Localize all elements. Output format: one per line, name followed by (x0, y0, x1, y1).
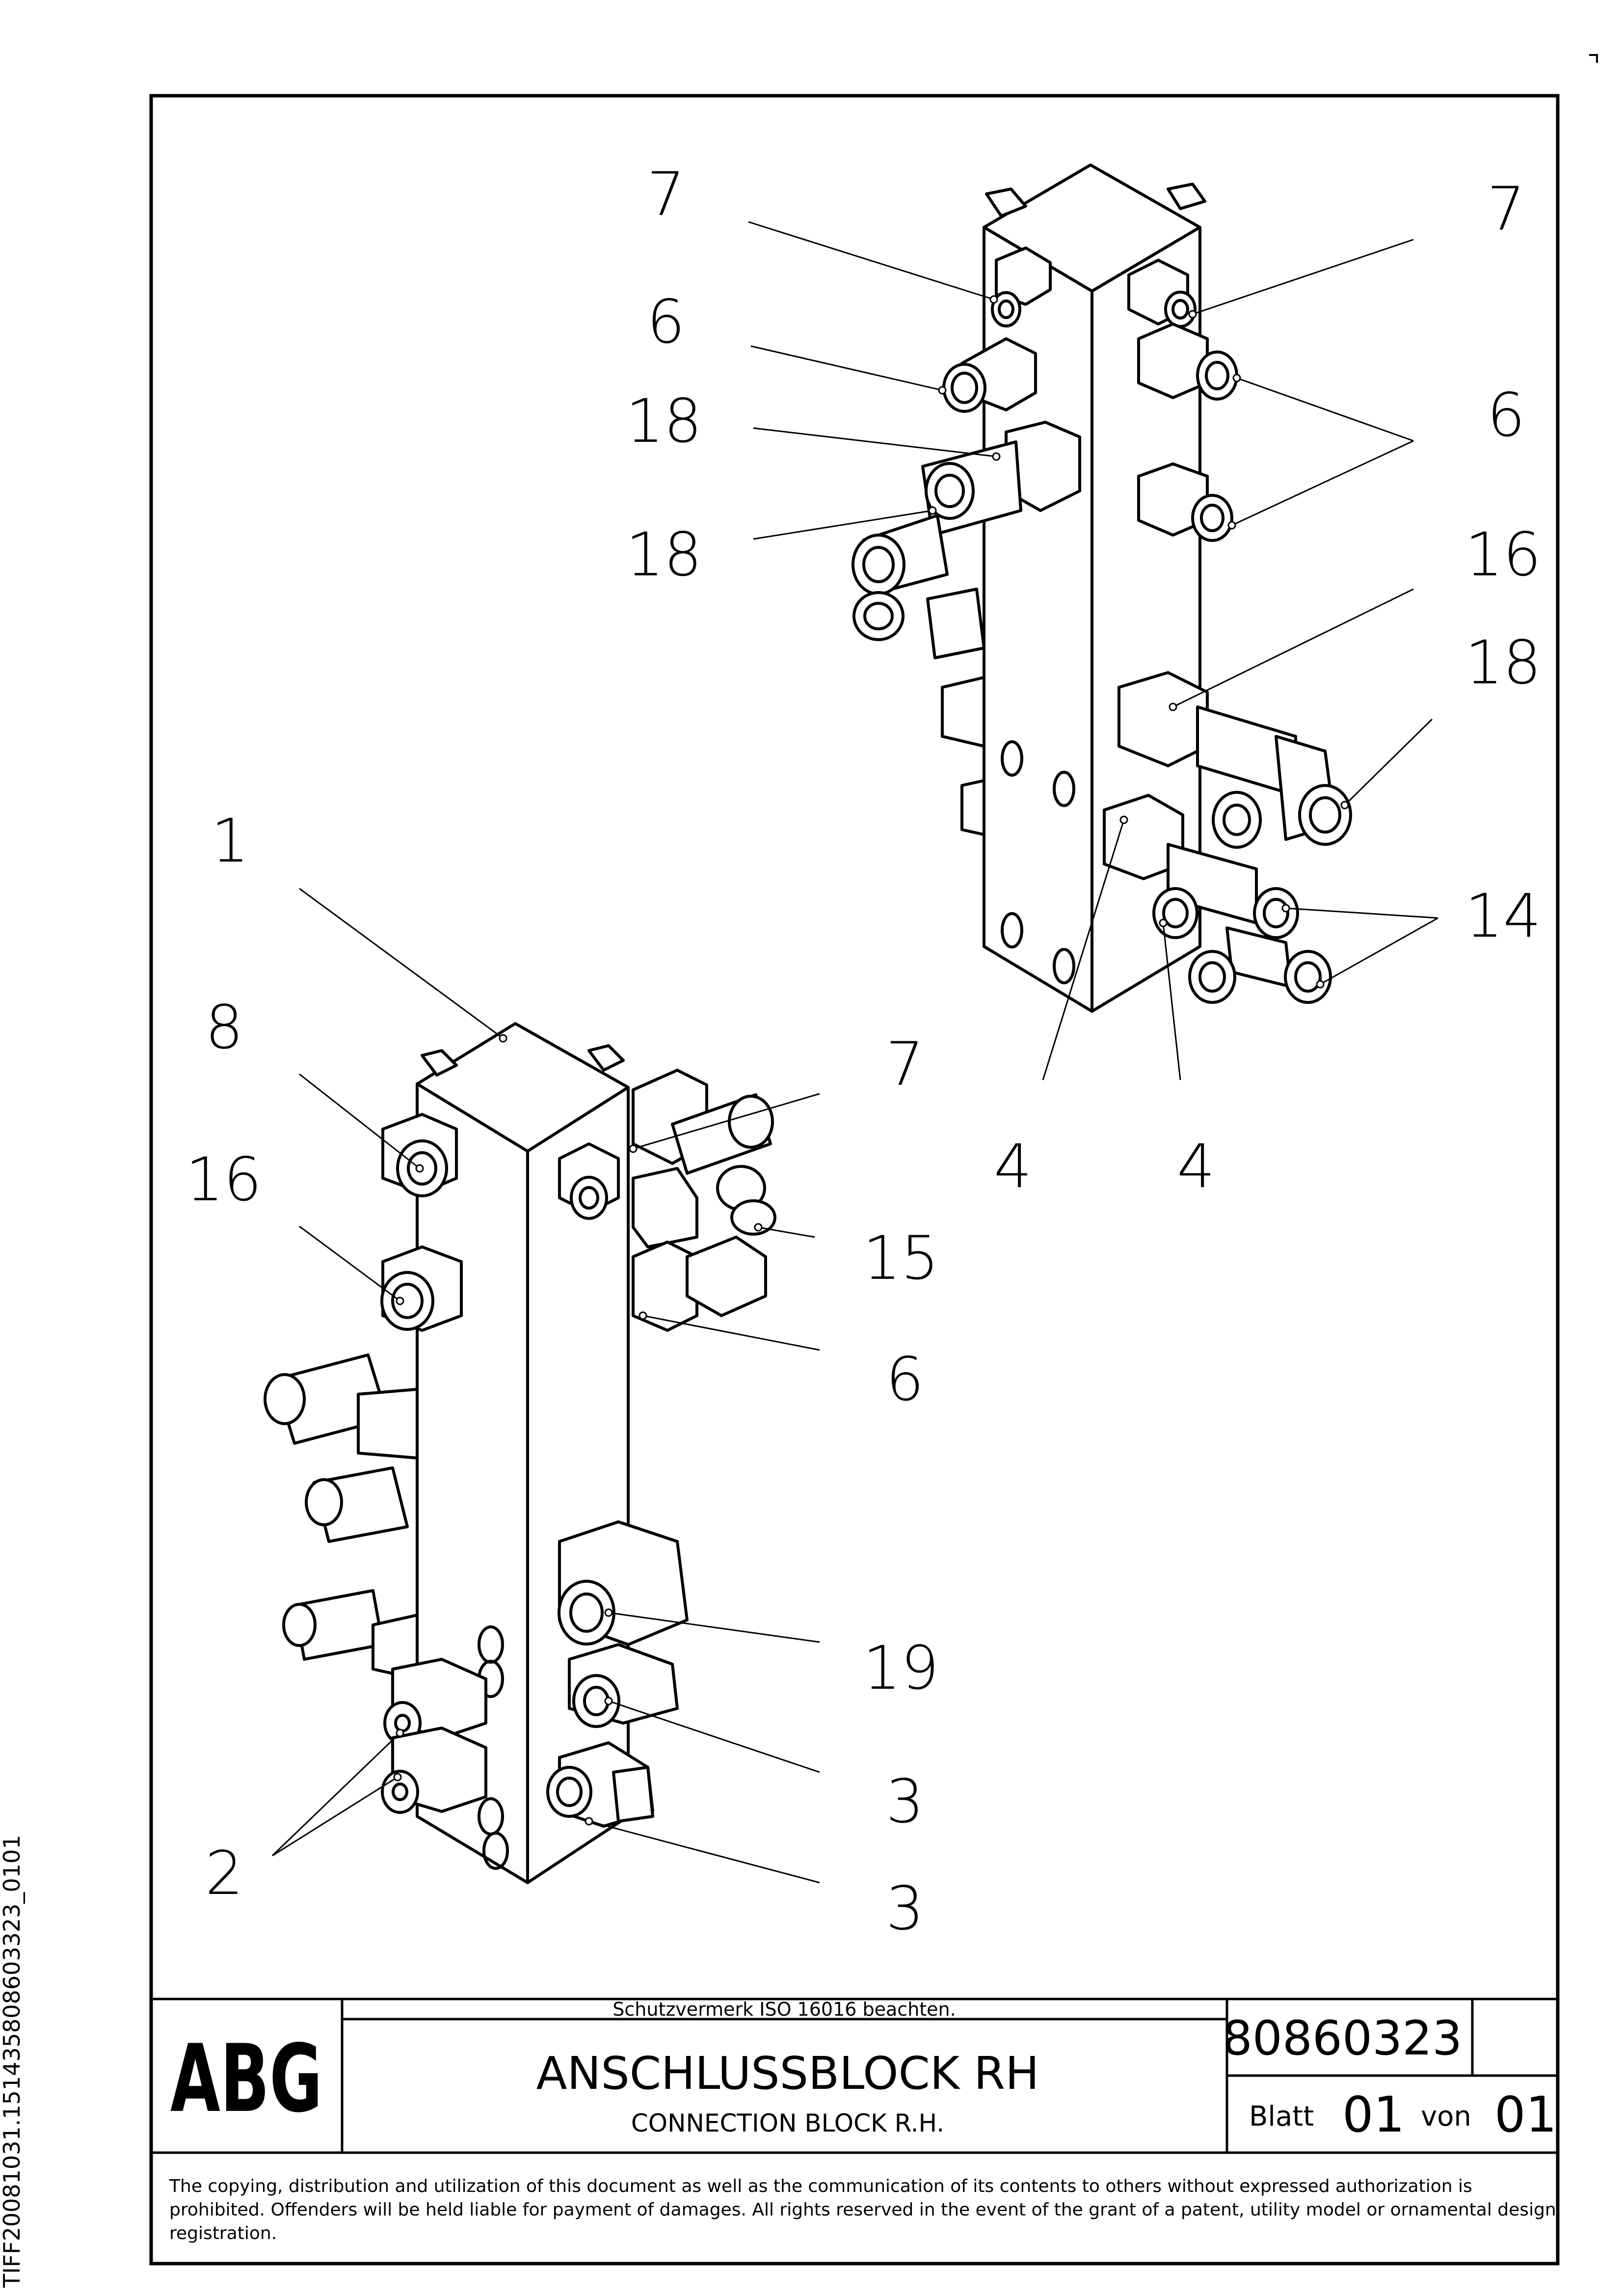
upper-connection-block (851, 163, 1352, 1013)
callout-label: 6 (886, 1345, 924, 1414)
protection-note: Schutzvermerk ISO 16016 beachten. (612, 1999, 956, 2020)
callout-label: 16 (186, 1145, 262, 1215)
title-block (151, 1998, 1558, 2154)
callout-label: 16 (1465, 520, 1541, 590)
callout-label: 14 (1465, 881, 1541, 951)
drawing-number: 80860323 (1223, 2011, 1463, 2066)
callout-label: 15 (863, 1223, 939, 1293)
callout-label: 3 (886, 1874, 924, 1944)
callout-label: 1 (211, 806, 249, 876)
leader-lines (271, 221, 1438, 1884)
callout-label: 18 (626, 520, 702, 590)
copyright-notice: The copying, distribution and utilizatio… (169, 2176, 1556, 2243)
callout-label: 19 (863, 1633, 939, 1703)
sheet-label: Blatt (1249, 2101, 1314, 2133)
callout-label: 18 (1465, 628, 1541, 698)
side-identifier: TIFF20081031.151435808603323_0101 (0, 1835, 25, 2288)
abg-logo: ABG (170, 2025, 322, 2133)
callout-label: 7 (1487, 174, 1525, 244)
callout-labels: 7 7 6 6 18 18 16 18 14 1 8 7 16 4 4 15 6… (186, 160, 1541, 1944)
of-label: von (1421, 2101, 1471, 2133)
corner-mark (1589, 54, 1598, 63)
callout-label: 6 (1487, 380, 1525, 450)
callout-label: 4 (1177, 1132, 1215, 1201)
callout-label: 7 (886, 1029, 924, 1099)
sheet-number: 01 (1342, 2086, 1405, 2143)
callout-label: 4 (994, 1132, 1032, 1201)
sheet-total: 01 (1494, 2086, 1557, 2143)
callout-label: 8 (205, 993, 243, 1062)
callout-label: 3 (886, 1767, 924, 1837)
callout-label: 18 (626, 386, 702, 456)
drawing-frame (149, 94, 1560, 2266)
lower-connection-block (264, 1022, 776, 1884)
drawing-title: ANSCHLUSSBLOCK RH (536, 2047, 1039, 2100)
callout-label: 6 (647, 287, 685, 357)
callout-label: 7 (647, 160, 685, 229)
callout-label: 2 (205, 1838, 243, 1908)
leader-dots (393, 295, 1349, 1826)
drawing-subtitle: CONNECTION BLOCK R.H. (631, 2109, 944, 2137)
